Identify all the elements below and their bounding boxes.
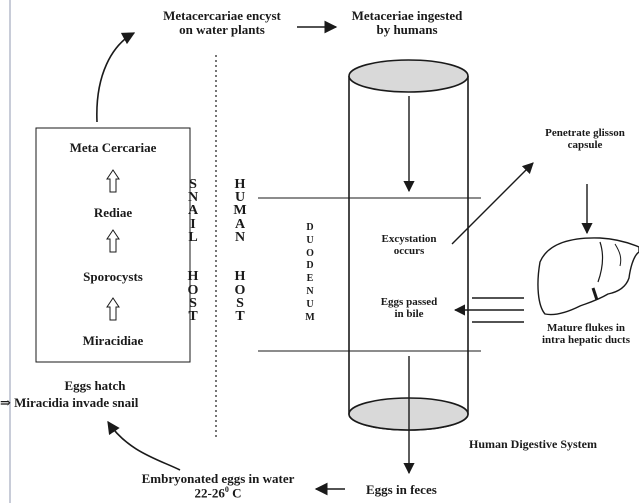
cylinder-top-cap (348, 59, 469, 93)
eggs-bile-label: Eggs passed in bile (380, 296, 438, 321)
stage-ingested-label: Metaceriae ingested by humans (351, 8, 463, 38)
up-arrow-icon (106, 169, 120, 193)
up-arrow-icon (106, 297, 120, 321)
stage-rediae: Rediae (93, 205, 133, 220)
arrow-excystation-to-liver (451, 162, 534, 245)
excystation-label: Excystation occurs (381, 233, 437, 258)
stage-encyst-label: Metacercariae encyst on water plants (163, 8, 281, 38)
stage-meta-cercariae: Meta Cercariae (69, 140, 157, 155)
liver-icon (537, 237, 639, 316)
mature-flukes-label: Mature flukes in intra hepatic ducts (542, 322, 630, 347)
penetrate-label: Penetrate glisson capsule (545, 127, 625, 152)
snail-stages-box (35, 127, 191, 363)
human-digestive-system-label: Human Digestive System (469, 437, 597, 451)
up-arrow-icon (106, 229, 120, 253)
stage-miracidiae: Miracidiae (82, 333, 144, 348)
eggs-in-feces-label: Eggs in feces (366, 482, 437, 497)
eggs-hatch-label: Eggs hatch (64, 378, 126, 393)
arrow-to-encyst (96, 32, 136, 123)
miracidia-invade-label: ⇒ Miracidia invade snail (0, 395, 139, 410)
embryonated-eggs-label: Embryonated eggs in water 22-260 C (141, 471, 295, 501)
arrow-embryonated-to-hatch (107, 420, 181, 471)
stage-sporocysts: Sporocysts (83, 269, 143, 284)
